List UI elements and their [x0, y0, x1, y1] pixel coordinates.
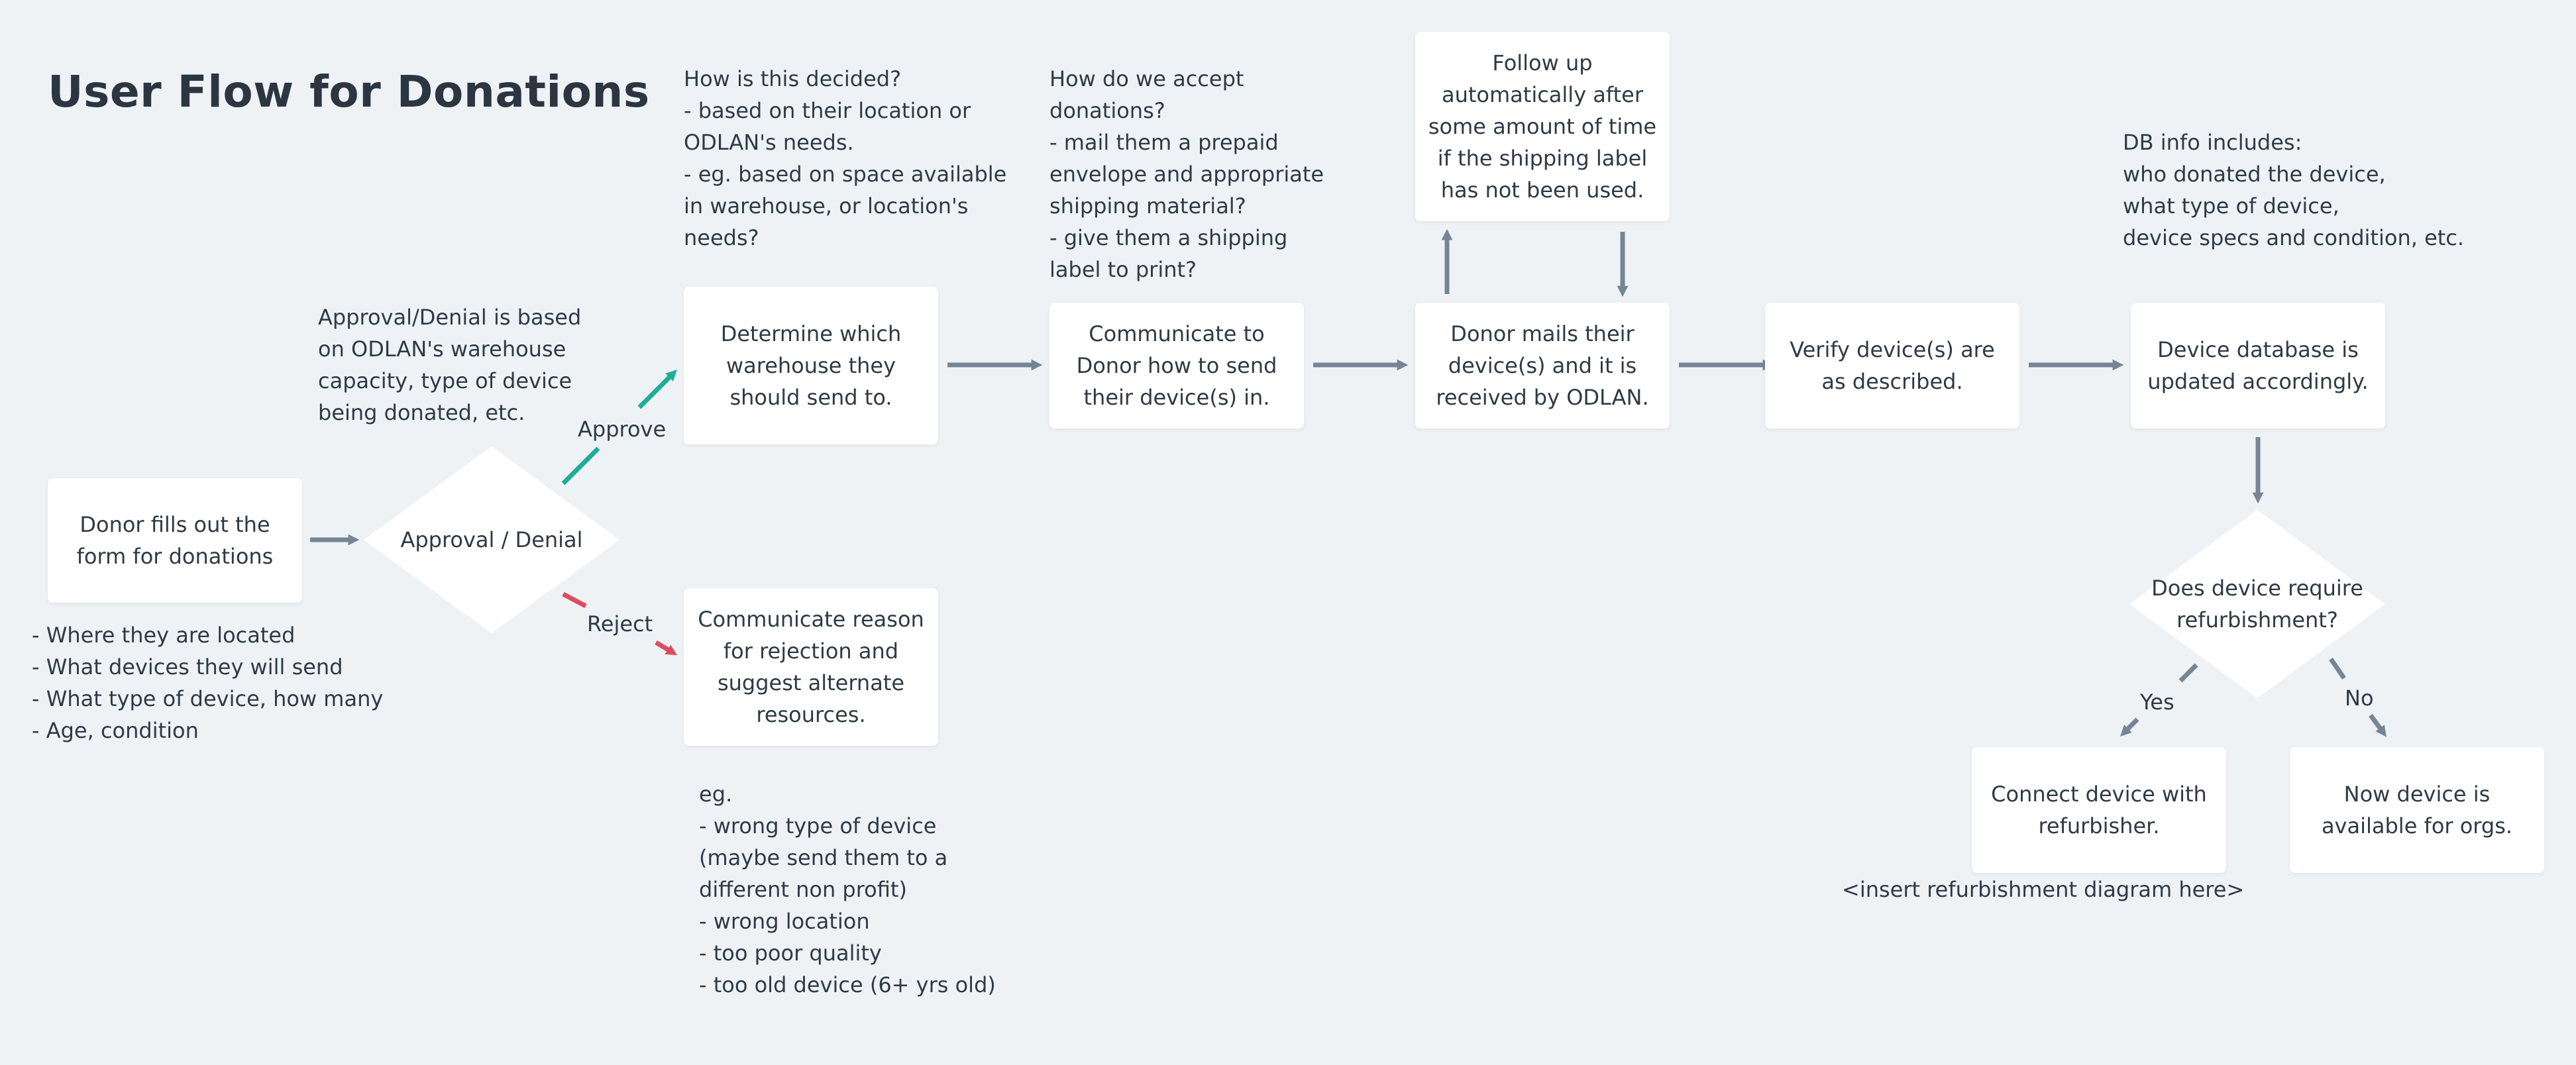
arrow-no: [2329, 658, 2346, 680]
refurbishment-decision-label: Does device require refurbishment?: [2151, 576, 2363, 633]
arrow-no-head: [2369, 713, 2387, 737]
determine-warehouse-box: Determine which warehouse they should se…: [684, 287, 938, 444]
page-title: User Flow for Donations: [48, 66, 650, 117]
refurbishment-placeholder-note: <insert refurbishment diagram here>: [1842, 877, 2245, 902]
available-orgs-box: Now device is available for orgs.: [2290, 747, 2544, 873]
arrow-yes-head: [2120, 717, 2139, 736]
approval-basis-note: Approval/Denial is based on ODLAN's ware…: [318, 305, 582, 425]
donor-form-details-note: - Where they are located - What devices …: [32, 623, 384, 743]
accept-donations-note: How do we accept donations? - mail them …: [1049, 66, 1324, 282]
no-label: No: [2345, 685, 2374, 711]
arrow-reject-head: [655, 640, 678, 656]
approval-decision-diamond: [364, 446, 619, 633]
communicate-send-box: Communicate to Donor how to send their d…: [1049, 303, 1304, 429]
approval-decision-label: Approval / Denial: [400, 527, 583, 552]
connect-refurbisher-box: Connect device with refurbisher.: [1972, 747, 2226, 873]
communicate-reason-box: Communicate reason for rejection and sug…: [684, 588, 938, 746]
approve-label: Approve: [578, 417, 667, 442]
yes-label: Yes: [2140, 689, 2174, 715]
follow-up-box: Follow up automatically after some amoun…: [1415, 32, 1670, 221]
verify-devices-box: Verify device(s) are as described.: [1765, 303, 2019, 429]
donor-form-box: Donor fills out the form for donations: [48, 478, 302, 603]
refurbishment-decision-diamond: [2129, 510, 2385, 698]
arrow-approve-head: [637, 370, 677, 409]
warehouse-decision-note: How is this decided? - based on their lo…: [684, 66, 1007, 250]
db-info-note: DB info includes: who donated the device…: [2123, 130, 2465, 250]
rejection-examples-note: eg. - wrong type of device (maybe send t…: [699, 782, 996, 997]
arrow-reject: [562, 591, 587, 609]
database-updated-box: Device database is updated accordingly.: [2131, 303, 2385, 429]
arrow-approve: [561, 446, 600, 485]
donor-mails-box: Donor mails their device(s) and it is re…: [1415, 303, 1670, 429]
reject-label: Reject: [587, 611, 653, 636]
arrow-yes: [2178, 663, 2198, 683]
